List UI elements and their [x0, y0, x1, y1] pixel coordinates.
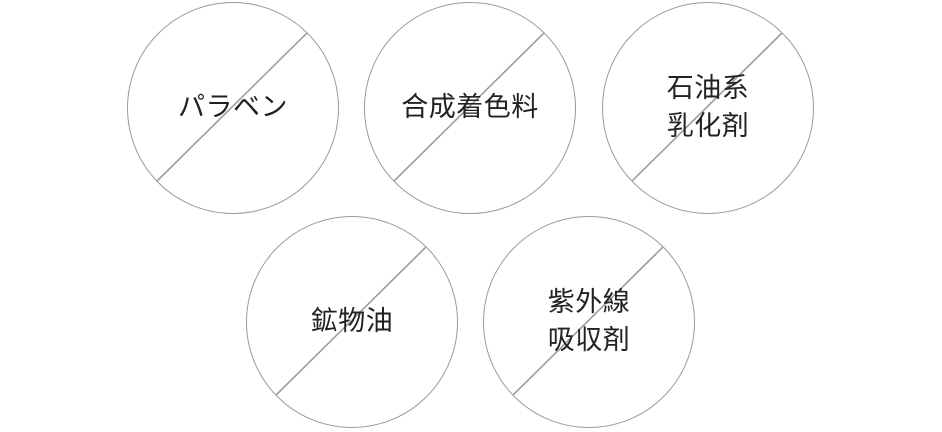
- strike-through-line: [275, 246, 427, 396]
- badge-label-line: 乳化剤: [666, 111, 750, 142]
- strike-through-line: [512, 246, 664, 396]
- badge-label: 合成着色料: [365, 89, 575, 127]
- free-from-badge-uv-absorber: 紫外線 吸収剤: [483, 216, 695, 428]
- badge-label: 鉱物油: [247, 303, 457, 341]
- free-from-badge-synthetic-colorant: 合成着色料: [364, 2, 576, 214]
- free-from-badge-petroleum-emulsifier: 石油系 乳化剤: [602, 2, 814, 214]
- badge-label: 紫外線 吸収剤: [484, 284, 694, 360]
- strike-through-line: [393, 32, 545, 182]
- badge-label: 石油系 乳化剤: [603, 70, 813, 146]
- strike-through-line: [156, 32, 308, 182]
- badge-label-line: パラベン: [178, 92, 288, 123]
- strike-through-line: [631, 32, 783, 182]
- badge-label-line: 石油系: [666, 73, 750, 104]
- badge-label: パラベン: [128, 89, 338, 127]
- badge-label-line: 紫外線: [547, 287, 631, 318]
- badge-label-line: 鉱物油: [310, 306, 394, 337]
- free-from-badge-paraben: パラベン: [127, 2, 339, 214]
- badge-label-line: 吸収剤: [547, 325, 631, 356]
- badge-label-line: 合成着色料: [401, 92, 539, 123]
- free-from-badge-mineral-oil: 鉱物油: [246, 216, 458, 428]
